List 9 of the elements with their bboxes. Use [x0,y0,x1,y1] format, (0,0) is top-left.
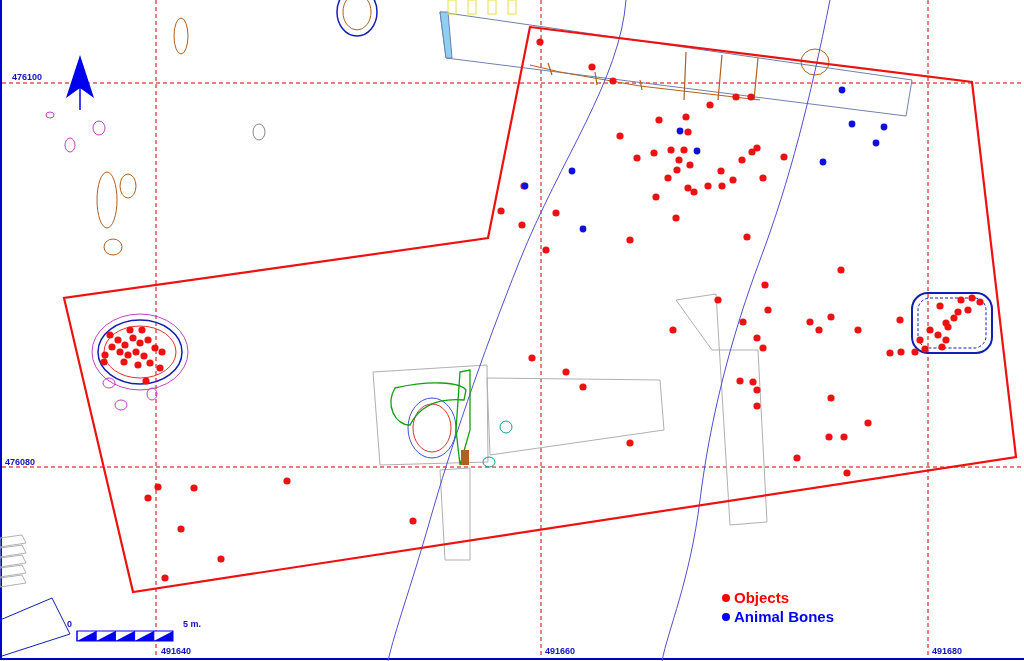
coordinate-label: 476080 [5,458,36,467]
coordinate-label: 491640 [161,647,192,656]
coordinate-label: 491680 [932,647,963,656]
scale-label: 5 m. [183,620,201,629]
legend-label: Animal Bones [734,608,835,626]
scale-label: 0 [67,620,72,629]
coordinate-label: 491660 [545,647,576,656]
coordinate-label: 476100 [12,73,43,82]
legend-label: Objects [734,589,790,607]
